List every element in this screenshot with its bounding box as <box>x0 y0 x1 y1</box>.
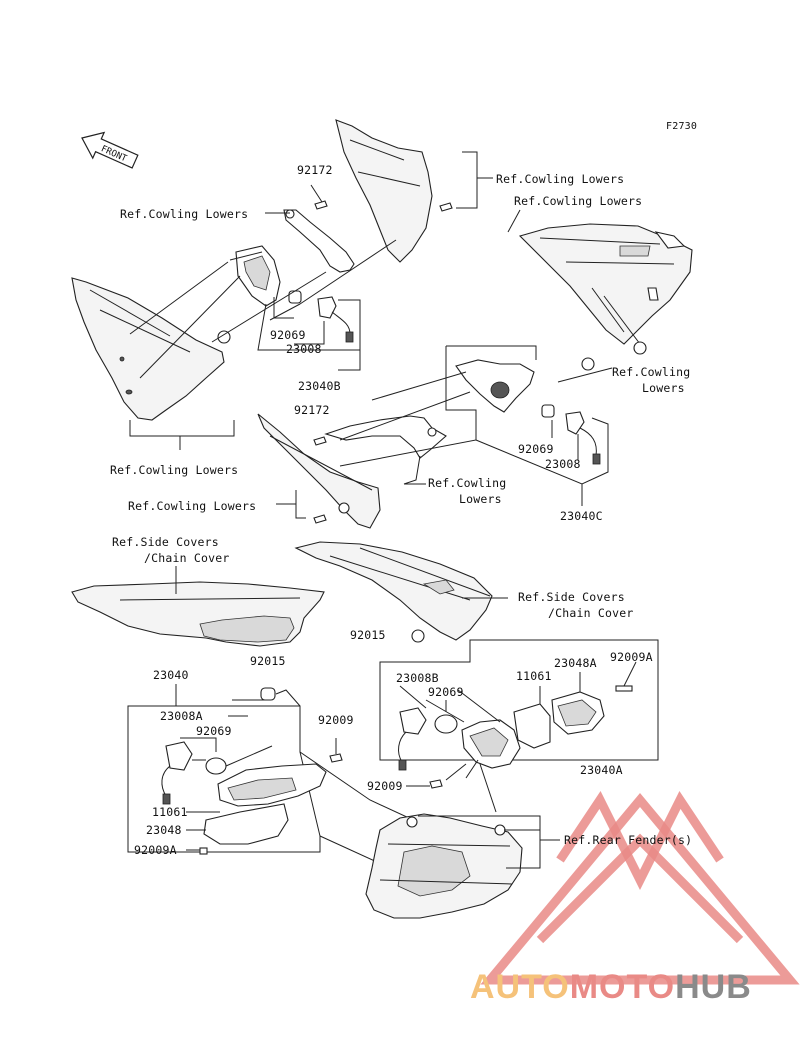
part-label-23040A: 23040A <box>580 763 623 777</box>
mount-bracket-right <box>324 415 447 459</box>
ref-label-cowling-lowers[interactable]: Ref.Cowling Lowers <box>128 499 257 513</box>
screw-92009-right <box>429 779 443 789</box>
grommet-left <box>217 330 231 344</box>
part-label-23048A: 23048A <box>554 656 597 670</box>
part-label-92069: 92069 <box>428 685 464 699</box>
gasket-11061 <box>513 703 551 749</box>
ref-label-cowling-lowers[interactable]: Ref.Cowling <box>428 476 507 490</box>
ref-label-cowling-lowers[interactable]: Ref.Cowling Lowers <box>110 463 239 477</box>
part-label-92172: 92172 <box>297 163 333 177</box>
ref-label-cowling-lowers[interactable]: Ref.Cowling <box>612 365 691 379</box>
ref-label-cowling-lowers-cont[interactable]: Lowers <box>642 381 685 395</box>
cowling-piece-top <box>335 119 433 263</box>
ref-label-side-covers-cont[interactable]: /Chain Cover <box>144 551 230 565</box>
part-label-92172: 92172 <box>294 403 330 417</box>
ref-label-side-covers-cont[interactable]: /Chain Cover <box>548 606 634 620</box>
part-label-92069: 92069 <box>270 328 306 342</box>
mount-bracket-left <box>283 209 355 273</box>
ref-label-rear-fender[interactable]: Ref.Rear Fender(s) <box>564 833 693 847</box>
part-label-23048: 23048 <box>146 823 182 837</box>
socket-23008-right <box>565 411 585 435</box>
part-label-23040C: 23040C <box>560 509 603 523</box>
screw-92009A-right <box>615 685 633 692</box>
part-label-23008A: 23008A <box>160 709 203 723</box>
watermark-text: AUTOMOTOHUB <box>470 968 752 1007</box>
socket-23008B <box>399 707 427 735</box>
right-cowling-lower <box>518 223 693 345</box>
part-label-92009: 92009 <box>367 779 403 793</box>
part-label-92015: 92015 <box>350 628 386 642</box>
watermark-part-hub: HUB <box>675 968 752 1006</box>
ref-label-cowling-lowers[interactable]: Ref.Cowling Lowers <box>120 207 249 221</box>
part-label-92009A: 92009A <box>134 843 177 857</box>
bulb-92069-right <box>541 404 555 418</box>
socket-23008-left <box>317 296 337 319</box>
screw-92009-left <box>329 753 343 763</box>
part-label-23040B: 23040B <box>298 379 341 393</box>
part-label-92009: 92009 <box>318 713 354 727</box>
part-label-92069: 92069 <box>518 442 554 456</box>
grommet-92015-left <box>260 687 276 701</box>
part-label-92009A: 92009A <box>610 650 653 664</box>
bulb-92069-bottom-left <box>205 757 227 775</box>
ref-label-side-covers[interactable]: Ref.Side Covers <box>518 590 625 604</box>
watermark-logo-icon <box>480 791 800 985</box>
front-arrow-icon: FRONT <box>81 131 139 169</box>
part-label-92015: 92015 <box>250 654 286 668</box>
part-label-23008B: 23008B <box>396 671 439 685</box>
grommet-92015-right <box>411 629 425 643</box>
part-label-23008: 23008 <box>286 342 322 356</box>
part-label-11061: 11061 <box>152 805 188 819</box>
bulb-92069-bottom-right <box>434 714 458 734</box>
ref-label-cowling-lowers[interactable]: Ref.Cowling Lowers <box>496 172 625 186</box>
reflector-bracket-left <box>199 615 295 643</box>
left-cowling-lower <box>71 277 225 421</box>
figure-code: F2730 <box>666 121 698 132</box>
part-label-23040: 23040 <box>153 668 189 682</box>
socket-23008A <box>165 741 193 771</box>
screw-92172-mid <box>313 436 327 446</box>
part-label-92069: 92069 <box>196 724 232 738</box>
ref-label-cowling-lowers[interactable]: Ref.Cowling Lowers <box>514 194 643 208</box>
side-cover-right <box>294 541 493 641</box>
screw-92009A-left <box>199 847 208 855</box>
ref-label-side-covers[interactable]: Ref.Side Covers <box>112 535 219 549</box>
ref-label-cowling-lowers-cont[interactable]: Lowers <box>459 492 502 506</box>
cowling-piece-bottom <box>257 413 381 529</box>
screw-92172-top <box>314 200 328 210</box>
part-label-23008: 23008 <box>545 457 581 471</box>
part-label-11061: 11061 <box>516 669 552 683</box>
bulb-92069-left <box>288 290 302 304</box>
watermark-part-auto: AUTO <box>470 968 570 1006</box>
watermark-part-moto: MOTO <box>569 968 676 1006</box>
assembly-23040A-outline <box>379 639 659 761</box>
lens-23048 <box>203 803 289 845</box>
